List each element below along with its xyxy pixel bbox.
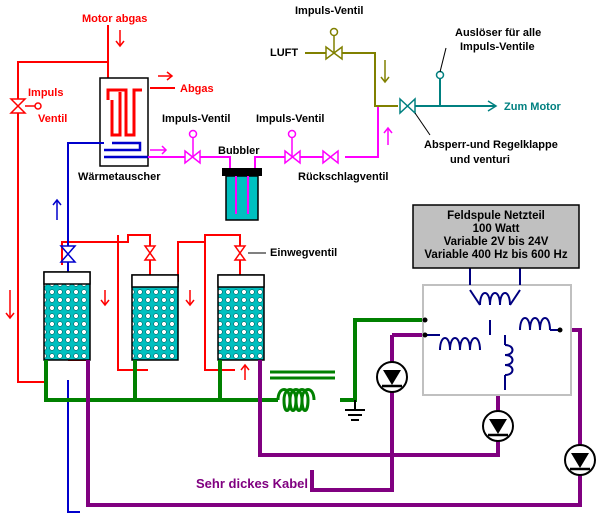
transformer-frame	[422, 284, 572, 396]
label-waermetauscher: Wärmetauscher	[78, 171, 161, 183]
label-kabel: Sehr dickes Kabel	[196, 476, 308, 491]
transformer-coils	[425, 268, 560, 390]
psu-box	[412, 204, 580, 269]
label-ausloeser-2: Impuls-Ventile	[460, 41, 535, 53]
label-impuls-left-2: Ventil	[38, 113, 67, 125]
label-luft: LUFT	[270, 47, 298, 59]
valve-left-impuls	[9, 98, 42, 114]
label-impuls-ventil-top: Impuls-Ventil	[295, 5, 363, 17]
label-motor-abgas: Motor abgas	[82, 13, 147, 25]
tank-1	[43, 271, 91, 361]
label-ausloeser-1: Auslöser für alle	[455, 27, 541, 39]
throttle-valve	[399, 97, 416, 115]
psu-line-4: Variable 400 Hz bis 600 Hz	[424, 249, 567, 261]
cold-pipe	[67, 142, 104, 513]
label-absperr-2: und venturi	[450, 154, 510, 166]
tank-2	[131, 274, 179, 361]
diode-3	[564, 444, 596, 476]
psu-line-1: Feldspule Netzteil	[447, 210, 545, 222]
label-bubbler: Bubbler	[218, 145, 260, 157]
purple-cable	[86, 328, 582, 507]
label-absperr-1: Absperr-und Regelklappe	[424, 139, 558, 151]
valve-tank-3	[233, 245, 247, 261]
ground-symbol	[345, 400, 365, 421]
olive-air-line	[305, 52, 398, 107]
valve-tank-2	[143, 245, 157, 261]
label-zum-motor: Zum Motor	[504, 101, 562, 113]
impuls-valve-top	[325, 27, 343, 61]
impuls-valve-1	[184, 129, 201, 165]
ground-bus	[44, 318, 425, 402]
label-einwegventil: Einwegventil	[270, 247, 337, 259]
label-abgas: Abgas	[180, 83, 214, 95]
psu-line-3: Variable 2V bis 24V	[444, 236, 549, 248]
choke-coil	[270, 370, 335, 412]
diode-1	[376, 361, 408, 393]
exhaust-arrows	[5, 30, 250, 380]
bubbler	[222, 168, 262, 221]
tank-3	[217, 274, 265, 361]
psu-line-2: 100 Watt	[473, 223, 520, 235]
label-impuls-ventil-2: Impuls-Ventil	[256, 113, 324, 125]
diode-2	[482, 410, 514, 442]
label-impuls-left-1: Impuls	[28, 87, 63, 99]
impuls-valve-2	[284, 129, 301, 165]
heat-exchanger	[99, 77, 149, 167]
check-valve	[322, 149, 339, 165]
teal-output	[415, 78, 495, 107]
label-impuls-ventil-1: Impuls-Ventil	[162, 113, 230, 125]
valve-tank-1	[59, 245, 77, 263]
label-rueckschlagventil: Rückschlagventil	[298, 171, 388, 183]
